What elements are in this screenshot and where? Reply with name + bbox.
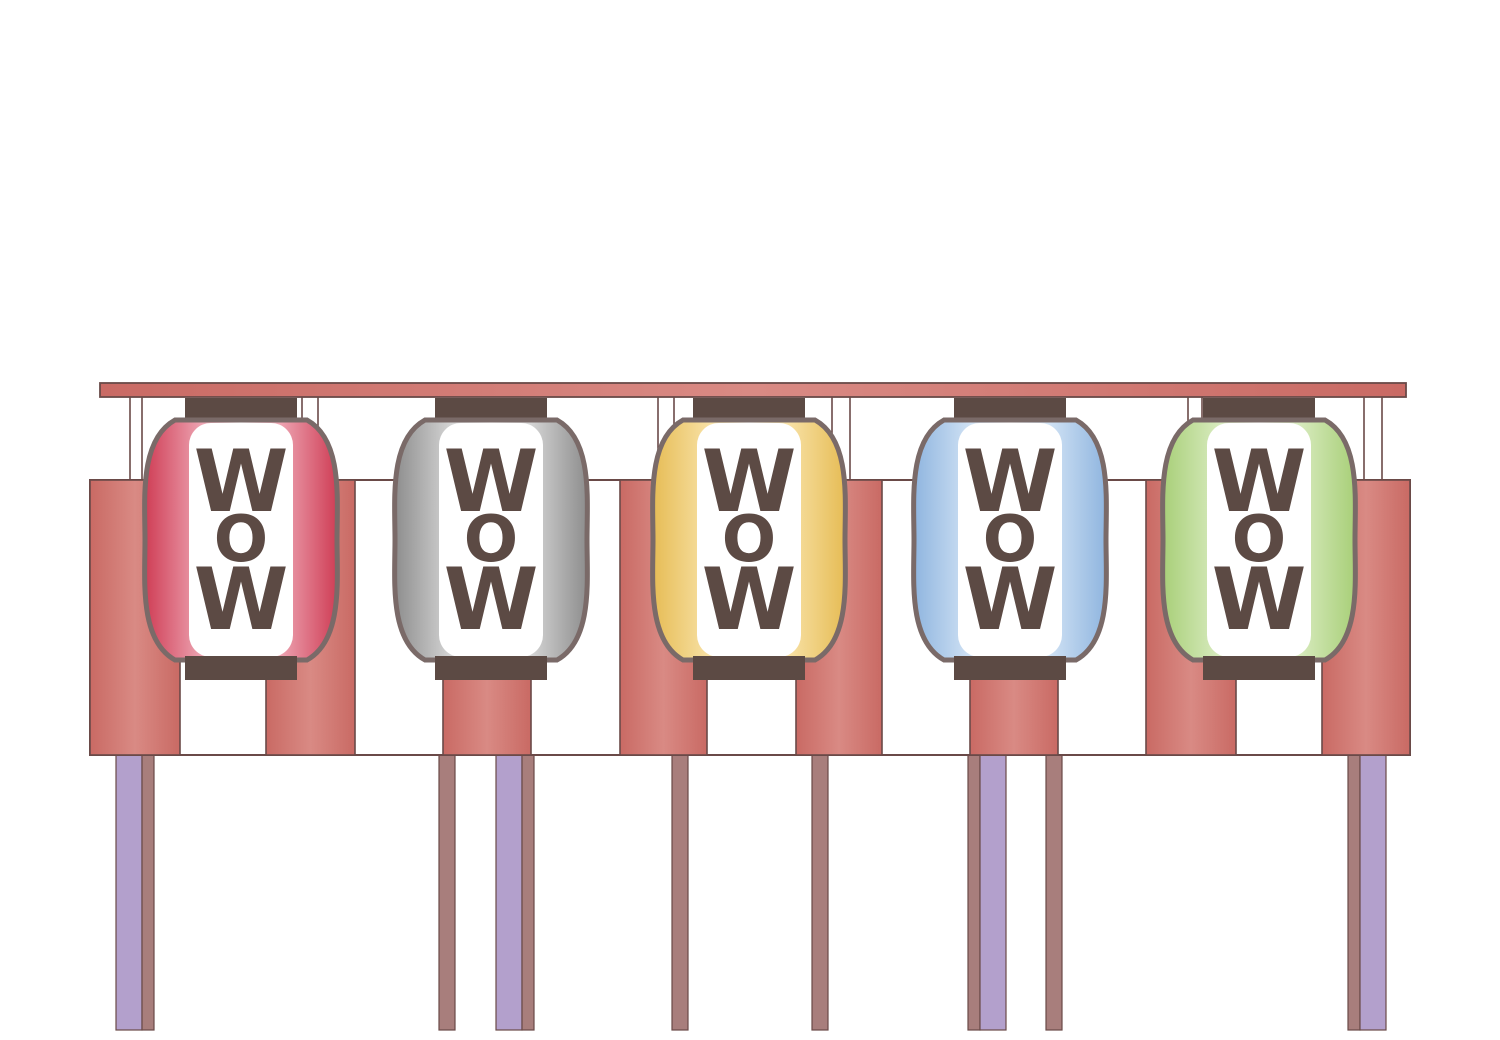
fence-posts	[115, 754, 1387, 1031]
lantern-center-band	[958, 423, 1062, 657]
lantern-letter: W	[702, 550, 797, 650]
fence-post	[141, 754, 155, 1031]
lantern: WOW	[1160, 398, 1358, 680]
fence-post	[1347, 754, 1361, 1031]
lantern-center-band	[697, 423, 801, 657]
lantern-letter: W	[194, 432, 289, 532]
lantern-bottom-cap	[954, 656, 1066, 680]
fence-post	[967, 754, 981, 1031]
lantern: WOW	[911, 398, 1109, 680]
fence-post	[521, 754, 535, 1031]
lantern-letter: W	[1212, 432, 1307, 532]
lantern-letter: O	[1232, 503, 1286, 577]
lantern-bottom-cap	[1203, 656, 1315, 680]
top-rail-bar	[99, 382, 1407, 398]
lantern-center-band	[1207, 423, 1311, 657]
lantern-letter: W	[444, 550, 539, 650]
fence-post	[1045, 754, 1063, 1031]
top-rail	[99, 382, 1407, 398]
lantern-letter: W	[194, 550, 289, 650]
fence-post	[1359, 754, 1387, 1031]
lantern: WOW	[392, 398, 590, 680]
lantern: WOW	[650, 398, 848, 680]
lantern-letter: O	[464, 503, 518, 577]
lantern-letter: W	[702, 432, 797, 532]
fence-post	[811, 754, 829, 1031]
lantern-center-band	[439, 423, 543, 657]
lantern-letter: W	[963, 550, 1058, 650]
lantern-center-band	[189, 423, 293, 657]
fence-post	[438, 754, 456, 1031]
lantern-letter: O	[214, 503, 268, 577]
lantern-letter: O	[722, 503, 776, 577]
fence-post	[115, 754, 143, 1031]
lantern: WOW	[142, 398, 340, 680]
lantern-bottom-cap	[185, 656, 297, 680]
lantern-letter: W	[1212, 550, 1307, 650]
fence-post	[979, 754, 1007, 1031]
lantern-letter: O	[983, 503, 1037, 577]
fence-post	[671, 754, 689, 1031]
lantern-letter: W	[444, 432, 539, 532]
lantern-letter: W	[963, 432, 1058, 532]
lantern-bottom-cap	[435, 656, 547, 680]
lantern-bottom-cap	[693, 656, 805, 680]
fence-post	[495, 754, 523, 1031]
